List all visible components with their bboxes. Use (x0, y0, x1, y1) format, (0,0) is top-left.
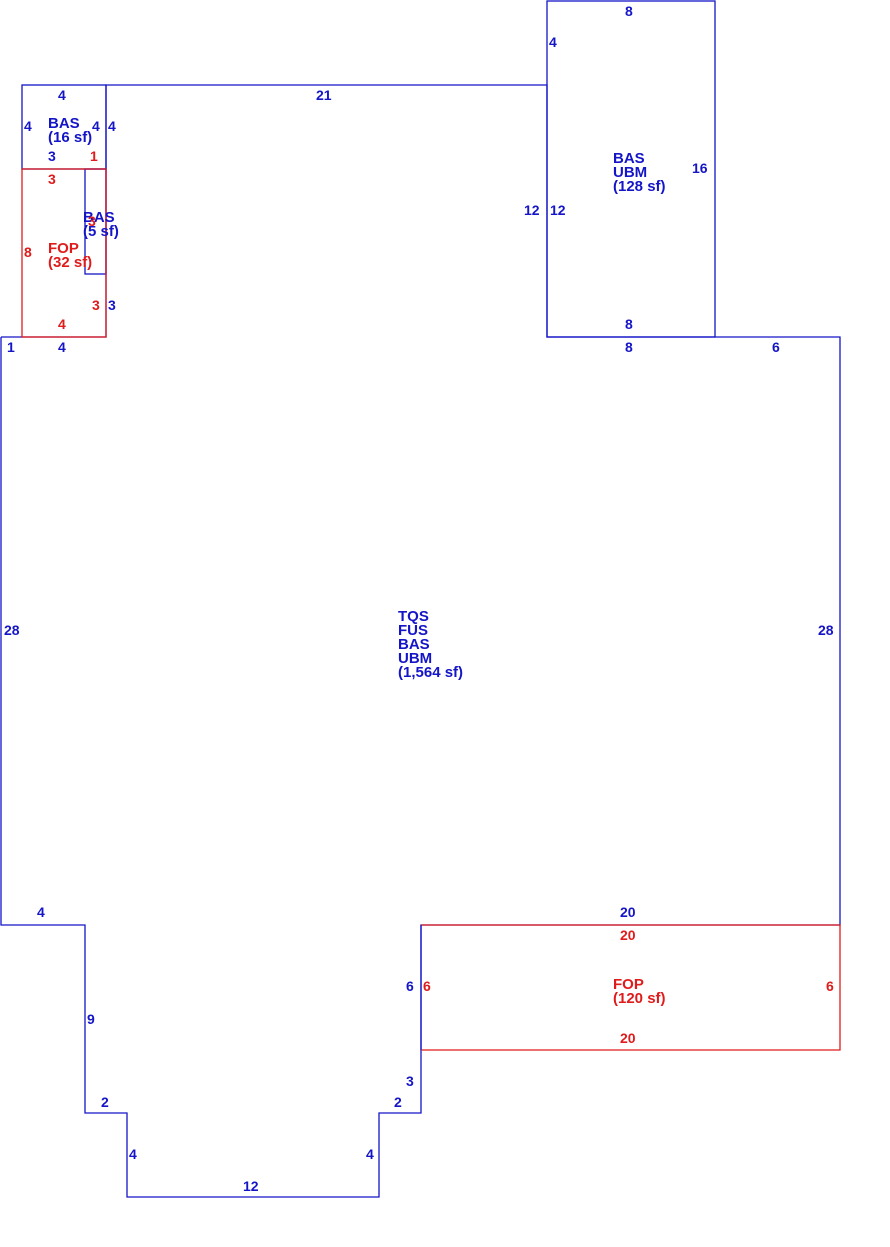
tiny-bas-area-label: BAS (5 sf) (83, 209, 119, 240)
dim-bottom-fop-bottom: 20 (620, 1030, 636, 1046)
dim-main-top-stub: 4 (58, 339, 66, 355)
dim-main-drop-left: 9 (87, 1011, 95, 1027)
dim-main-step-right: 2 (394, 1094, 402, 1110)
dim-main-top-mid: 8 (625, 339, 633, 355)
dim-left-fop-bottom: 4 (58, 316, 66, 332)
dim-left-fop-left: 8 (24, 244, 32, 260)
dim-top-right-right: 16 (692, 160, 708, 176)
dim-main-drop-right: 3 (406, 1073, 414, 1089)
dim-top-right-top: 8 (625, 3, 633, 19)
dim-bottom-fop-right: 6 (826, 978, 834, 994)
dim-main-top-left: 1 (7, 339, 15, 355)
dim-main-bottom: 12 (243, 1178, 259, 1194)
dim-small-bas-right: 4 (108, 118, 116, 134)
main-area-label: TQS FUS BAS UBM (1,564 sf) (398, 608, 463, 681)
dim-bottom-fop-top: 20 (620, 927, 636, 943)
dim-main-riser-right: 4 (366, 1146, 374, 1162)
dim-main-ledge-left: 4 (37, 904, 45, 920)
dim-small-bas-top-run: 21 (316, 87, 332, 103)
dim-main-top-right: 6 (772, 339, 780, 355)
dim-bottom-fop-left: 6 (423, 978, 431, 994)
dim-main-right: 28 (818, 622, 834, 638)
dim-small-bas-top: 4 (58, 87, 66, 103)
dim-tiny-bas-top: 3 (88, 213, 96, 229)
dim-left-fop-top: 3 (48, 171, 56, 187)
dim-main-step-left: 2 (101, 1094, 109, 1110)
left-fop-area-label: FOP (32 sf) (48, 240, 92, 271)
small-bas-area-label: BAS (16 sf) (48, 115, 92, 146)
dim-small-bas-right-inner: 4 (92, 118, 100, 134)
dim-top-right-upper-left: 4 (549, 34, 557, 50)
dim-top-right-inner-left: 12 (524, 202, 540, 218)
dim-tiny-bas-right-lower: 3 (108, 297, 116, 313)
dim-small-bas-bottom: 3 (48, 148, 56, 164)
bottom-fop-outline (421, 924, 841, 1051)
dim-top-right-bottom: 8 (625, 316, 633, 332)
dim-left-fop-right-lower: 3 (92, 297, 100, 313)
dim-small-bas-left: 4 (24, 118, 32, 134)
dim-left-fop-top-right: 1 (90, 148, 98, 164)
dim-main-riser-left: 4 (129, 1146, 137, 1162)
dim-main-porch-side: 6 (406, 978, 414, 994)
top-right-area-label: BAS UBM (128 sf) (613, 150, 666, 195)
main-area-outline (0, 84, 841, 1198)
left-fop-outline (21, 168, 107, 338)
top-right-bas-outline (546, 0, 716, 338)
dim-main-porch-top: 20 (620, 904, 636, 920)
dim-main-left: 28 (4, 622, 20, 638)
dim-top-right-left: 12 (550, 202, 566, 218)
bottom-fop-area-label: FOP (120 sf) (613, 976, 666, 1007)
